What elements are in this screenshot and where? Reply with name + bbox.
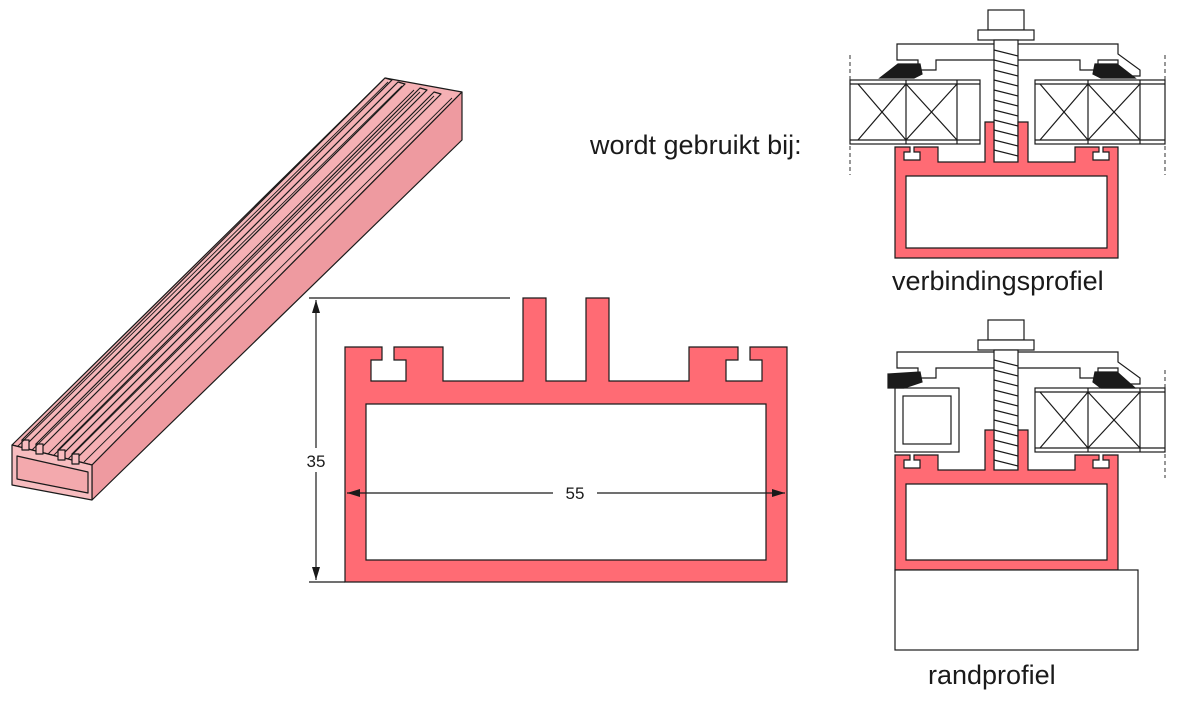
cross-section-profile: 35 55 — [300, 297, 788, 583]
width-dimension-value: 55 — [566, 484, 585, 503]
assembly1-gaskets — [878, 63, 1137, 79]
connection-profile-assembly — [849, 9, 1166, 259]
assembly1-screw — [977, 9, 1035, 167]
isometric-profile — [11, 77, 463, 501]
assembly2-square-tube — [894, 387, 960, 453]
height-dimension — [309, 297, 510, 583]
used-with-label: wordt gebruikt bij: — [590, 130, 802, 160]
connection-profile-caption: verbindingsprofiel — [892, 266, 1104, 296]
height-dimension-value: 35 — [307, 452, 326, 471]
assembly2-profile — [894, 429, 1119, 571]
assembly1-profile — [894, 121, 1119, 259]
cross-section-shape — [344, 297, 788, 583]
assembly1-left-sheet — [849, 79, 981, 145]
assembly1-right-sheet — [1034, 79, 1166, 145]
iso-groove-lines — [17, 81, 453, 463]
iso-side-face — [91, 91, 463, 501]
assembly2-support-beam — [894, 569, 1139, 651]
iso-front-opening — [16, 455, 89, 494]
assembly2-right-sheet — [1034, 387, 1166, 453]
edge-profile-assembly — [887, 319, 1166, 651]
assembly2-gaskets — [887, 371, 1137, 389]
iso-ridge-tabs — [21, 439, 80, 465]
edge-profile-caption: randprofiel — [928, 660, 1056, 690]
width-dimension — [347, 489, 785, 497]
height-dimension-bg — [300, 448, 330, 472]
assembly2-screw — [977, 319, 1035, 473]
